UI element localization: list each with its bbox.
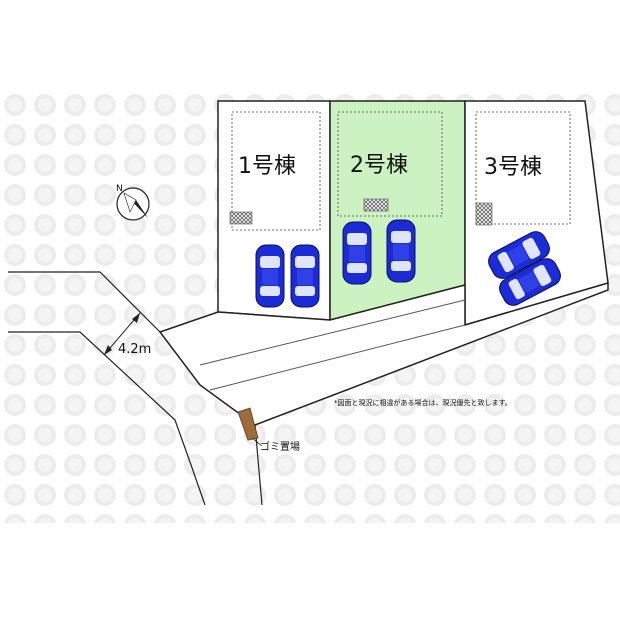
road-width-label: 4.2m (118, 342, 151, 357)
lot-3-utility-box (475, 202, 493, 226)
lot-2-utility-box (363, 198, 389, 212)
lot-1-building-footprint (231, 111, 321, 231)
compass-north-label: N (116, 184, 123, 194)
garbage-area-label: ゴミ置場 (260, 440, 300, 453)
road-edge-upper (8, 271, 161, 333)
lot-3-label: 3号棟 (484, 155, 542, 180)
lot-2-boundary (329, 100, 466, 321)
lot-2-parking-car (386, 219, 416, 283)
lot-2-label: 2号棟 (350, 153, 408, 178)
garbage-area-leader (251, 437, 263, 447)
lot-1-parking-car (290, 244, 320, 308)
lot-2-building-footprint (337, 111, 443, 217)
dimension-arrow-start (132, 313, 140, 323)
north-arrow-compass: N (116, 184, 150, 221)
driveway-inner-line (199, 299, 466, 366)
lot-3-building-footprint (475, 111, 571, 225)
lot-1-label: 1号棟 (238, 154, 296, 179)
driveway-inner-line-2 (209, 324, 466, 391)
shared-driveway (158, 281, 609, 426)
lot-2-parking-car (342, 221, 372, 285)
disclaimer-note: *図面と現況に相違がある場合は、現況優先と致します。 (334, 398, 512, 407)
road-edge-lower (8, 331, 206, 506)
lot-1-utility-box (229, 211, 253, 225)
garbage-area (237, 407, 259, 441)
dimension-arrow-end (104, 345, 112, 355)
lot-1-parking-car (255, 244, 285, 308)
